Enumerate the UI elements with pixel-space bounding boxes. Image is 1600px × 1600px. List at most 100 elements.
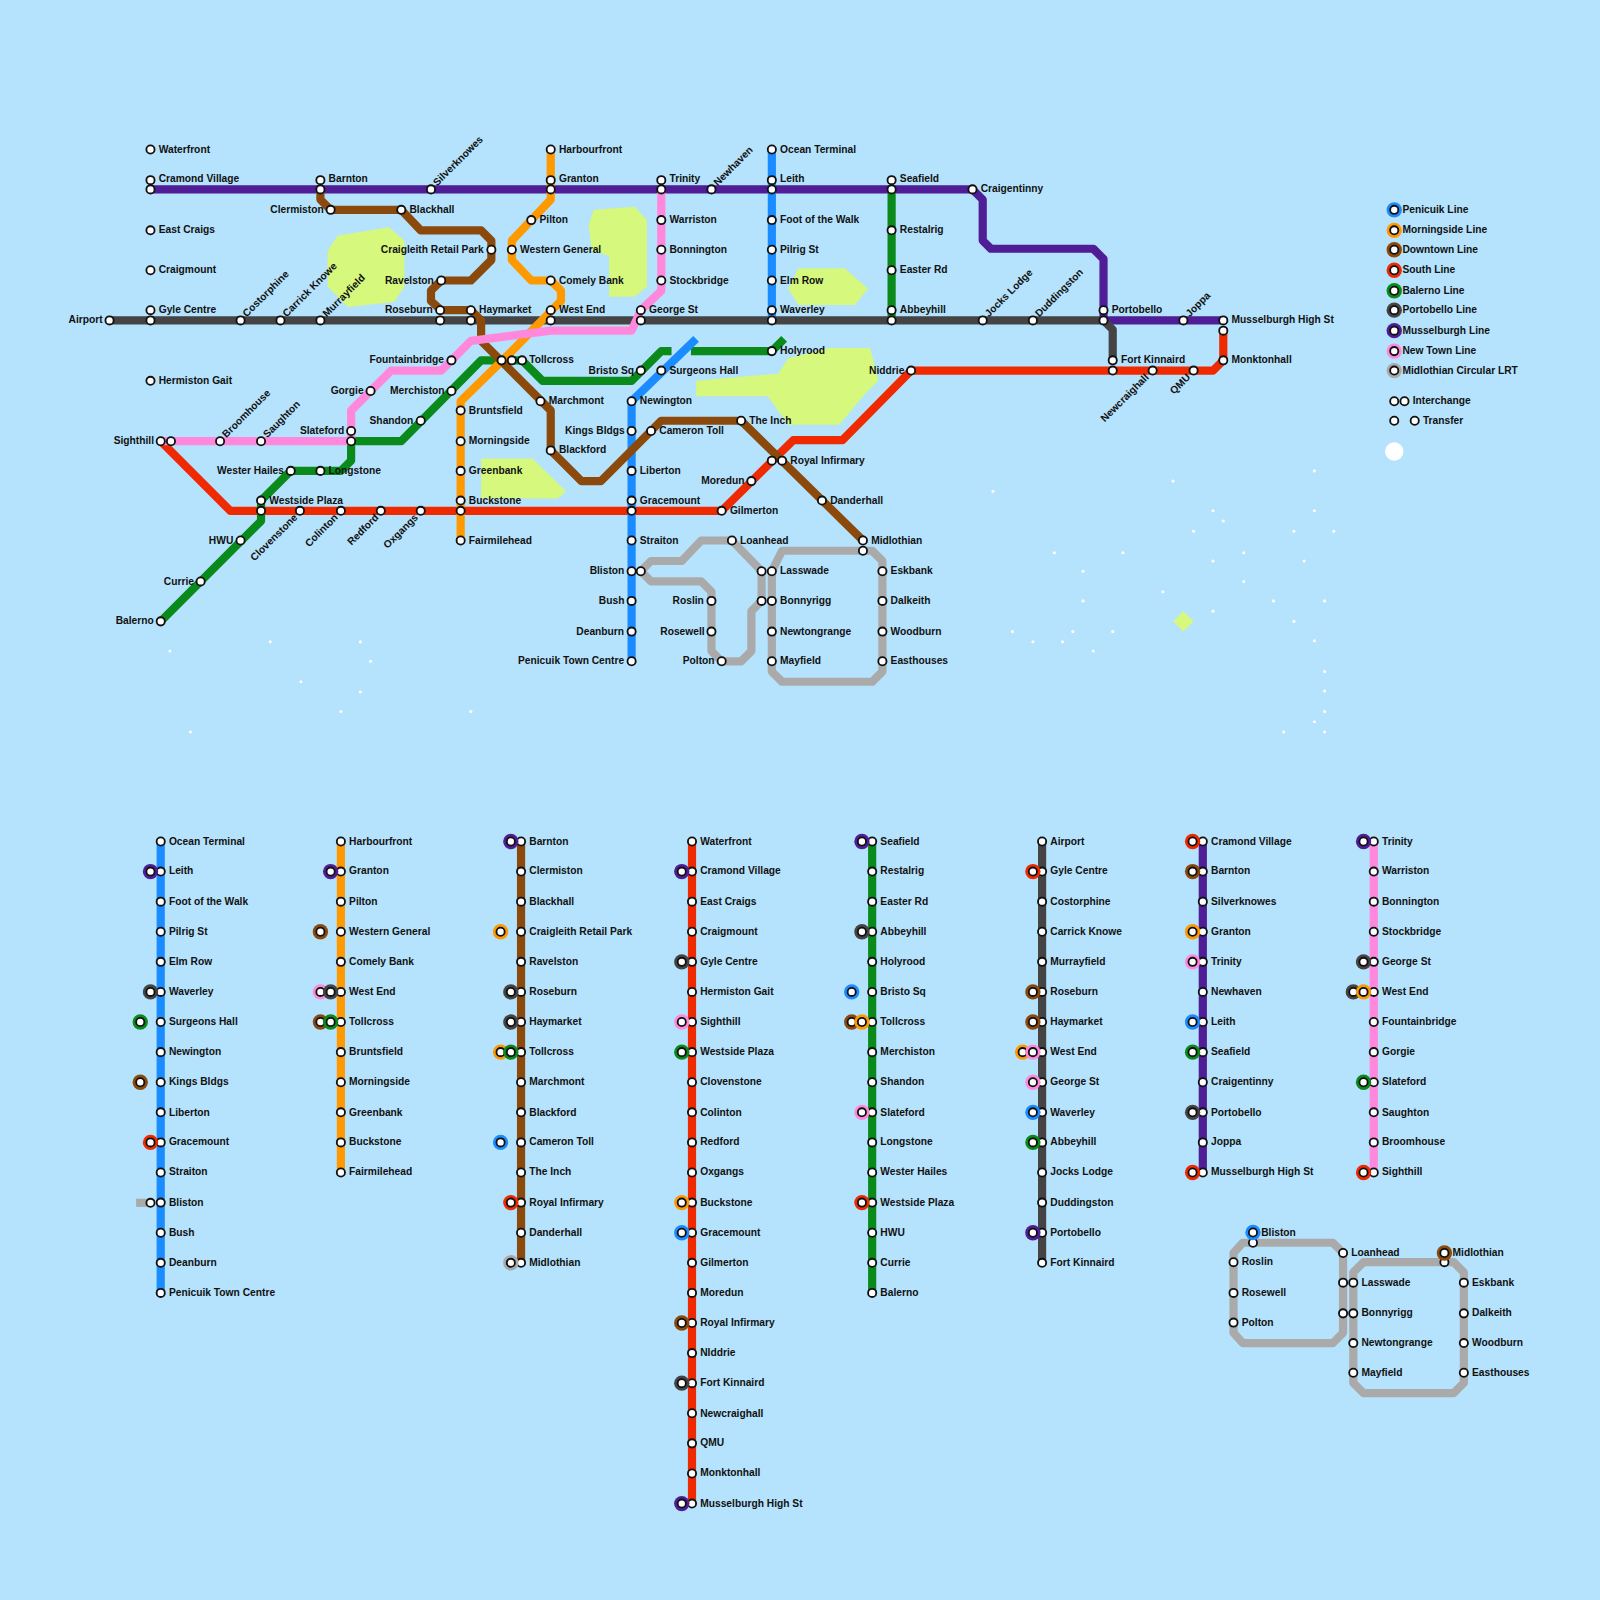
station-label: Mayfield bbox=[780, 655, 821, 667]
station-dot bbox=[1349, 1309, 1357, 1317]
station-dot bbox=[518, 356, 526, 364]
station-dot bbox=[457, 536, 465, 544]
station-label: Redford bbox=[345, 512, 381, 548]
station-dot bbox=[517, 958, 525, 966]
station-dot bbox=[628, 397, 636, 405]
station-dot bbox=[707, 628, 715, 636]
station-dot bbox=[718, 657, 726, 665]
legend-label: Balerno Line bbox=[1402, 285, 1464, 297]
interchange-ring bbox=[493, 1135, 508, 1150]
interchange-ring bbox=[1185, 924, 1200, 939]
station-dot bbox=[1460, 1369, 1468, 1377]
station-label: Redford bbox=[700, 1136, 739, 1148]
station-dot bbox=[868, 1138, 876, 1146]
legend-label: Transfer bbox=[1423, 415, 1463, 427]
station-dot bbox=[447, 387, 455, 395]
station-label: Newcraighall bbox=[1098, 371, 1151, 424]
station-dot bbox=[527, 216, 535, 224]
station-dot bbox=[1219, 316, 1227, 324]
station-label: Wester Hailes bbox=[880, 1166, 947, 1178]
station-dot bbox=[316, 316, 324, 324]
station-label: Longstone bbox=[880, 1136, 932, 1148]
station-dot bbox=[747, 477, 755, 485]
station-dot bbox=[157, 1168, 165, 1176]
station-label: Buckstone bbox=[349, 1136, 401, 1148]
station-label: Airport bbox=[69, 314, 103, 326]
station-label: Deanburn bbox=[169, 1257, 217, 1269]
interchange-ring bbox=[1025, 1075, 1040, 1090]
station-dot bbox=[657, 176, 665, 184]
station-label: Moredun bbox=[700, 1287, 743, 1299]
station-dot bbox=[316, 928, 324, 936]
station-dot bbox=[1029, 1078, 1037, 1086]
station-label: Bristo Sq bbox=[880, 986, 926, 998]
station-dot bbox=[637, 366, 645, 374]
station-label: Clovenstone bbox=[700, 1076, 761, 1088]
interchange-ring bbox=[1437, 1245, 1452, 1260]
station-dot bbox=[657, 276, 665, 284]
station-dot bbox=[337, 1168, 345, 1176]
station-dot bbox=[457, 507, 465, 515]
station-dot bbox=[157, 1199, 165, 1207]
station-dot bbox=[868, 1229, 876, 1237]
station-dot bbox=[517, 1229, 525, 1237]
station-dot bbox=[768, 316, 776, 324]
station-dot bbox=[1109, 356, 1117, 364]
station-dot bbox=[1390, 266, 1398, 274]
interchange-ring bbox=[143, 1135, 158, 1150]
station-label: Newhaven bbox=[1211, 986, 1262, 998]
station-label: Musselburgh High St bbox=[700, 1497, 802, 1509]
station-dot bbox=[1219, 356, 1227, 364]
station-label: Danderhall bbox=[529, 1227, 582, 1239]
interchange-ring bbox=[493, 924, 508, 939]
station-dot bbox=[1188, 837, 1196, 845]
station-dot bbox=[1188, 1048, 1196, 1056]
station-dot bbox=[327, 206, 335, 214]
station-dot bbox=[768, 276, 776, 284]
interchange-ring bbox=[1025, 1135, 1040, 1150]
station-label: Cramond Village bbox=[1211, 835, 1292, 847]
station-dot bbox=[1190, 366, 1198, 374]
station-dot bbox=[628, 467, 636, 475]
interchange-ring bbox=[503, 984, 518, 999]
station-label: Hermiston Gait bbox=[700, 986, 773, 998]
interchange-ring bbox=[1356, 954, 1371, 969]
station-dot bbox=[678, 1048, 686, 1056]
station-dot bbox=[547, 306, 555, 314]
station-dot bbox=[1099, 316, 1107, 324]
station-label: Monktonhall bbox=[700, 1467, 760, 1479]
station-dot bbox=[327, 867, 335, 875]
station-label: Straiton bbox=[640, 534, 679, 546]
station-dot bbox=[768, 176, 776, 184]
station-dot bbox=[536, 397, 544, 405]
station-label: Buckstone bbox=[700, 1196, 752, 1208]
station-label: Lasswade bbox=[1361, 1277, 1410, 1289]
interchange-ring bbox=[503, 1014, 518, 1029]
legend-label: Morningside Line bbox=[1402, 224, 1487, 236]
station-label: Slateford bbox=[880, 1106, 924, 1118]
legend-swatch bbox=[1387, 263, 1402, 278]
station-label: Deanburn bbox=[576, 625, 624, 637]
station-label: Fairmilehead bbox=[349, 1166, 412, 1178]
station-dot bbox=[1359, 837, 1367, 845]
legend-label: Musselburgh Line bbox=[1402, 325, 1490, 337]
station-label: Balerno bbox=[116, 615, 154, 627]
station-dot bbox=[1219, 327, 1227, 335]
station-dot bbox=[146, 306, 154, 314]
interchange-ring bbox=[323, 984, 338, 999]
station-dot bbox=[467, 306, 475, 314]
station-dot bbox=[517, 1168, 525, 1176]
station-label: Western General bbox=[520, 244, 601, 256]
station-label: Restalrig bbox=[900, 224, 944, 236]
station-dot bbox=[907, 366, 915, 374]
station-label: Roseburn bbox=[1050, 986, 1098, 998]
station-dot bbox=[868, 1048, 876, 1056]
station-label: Colinton bbox=[700, 1106, 742, 1118]
station-label: Tollcross bbox=[529, 354, 574, 366]
station-dot bbox=[628, 567, 636, 575]
station-label: Restalrig bbox=[880, 865, 924, 877]
station-dot bbox=[1370, 898, 1378, 906]
station-label: Seafield bbox=[900, 173, 939, 185]
station-label: Craigentinny bbox=[1211, 1076, 1274, 1088]
station-dot bbox=[507, 1259, 515, 1267]
